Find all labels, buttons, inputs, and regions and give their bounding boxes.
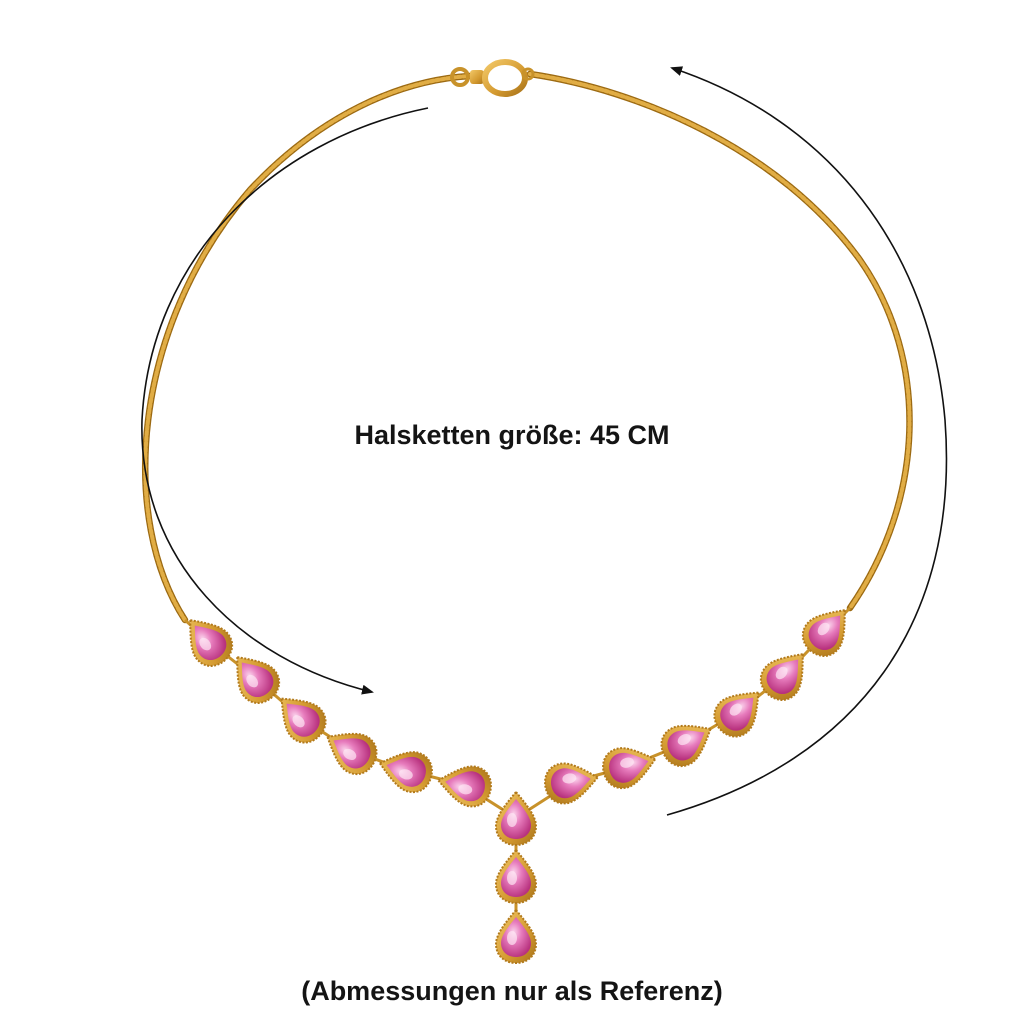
gemstone-2 [236, 655, 281, 704]
lobster-clasp [450, 59, 535, 97]
gemstone-13 [494, 790, 538, 847]
necklace-size-label: Halsketten größe: 45 CM [354, 420, 670, 450]
necklace-chain [141, 70, 913, 624]
gemstone-9 [660, 724, 712, 767]
gemstone-4 [326, 732, 378, 775]
right-arrow [666, 66, 948, 816]
gemstone-11 [759, 652, 804, 701]
gemstone-15 [494, 908, 538, 965]
gemstone-1 [189, 618, 234, 667]
gemstone-6 [436, 765, 492, 808]
measurement-arrows [141, 66, 948, 816]
gemstone-3 [280, 697, 327, 744]
gemstone-5 [378, 751, 433, 794]
gemstone-8 [602, 747, 657, 790]
gemstones [189, 608, 846, 965]
left-arrow [141, 107, 429, 695]
reference-note: (Abmessungen nur als Referenz) [301, 976, 723, 1006]
gemstone-12 [801, 608, 846, 657]
gemstone-14 [494, 848, 538, 905]
gemstone-7 [544, 762, 600, 805]
gemstone-10 [713, 691, 760, 738]
